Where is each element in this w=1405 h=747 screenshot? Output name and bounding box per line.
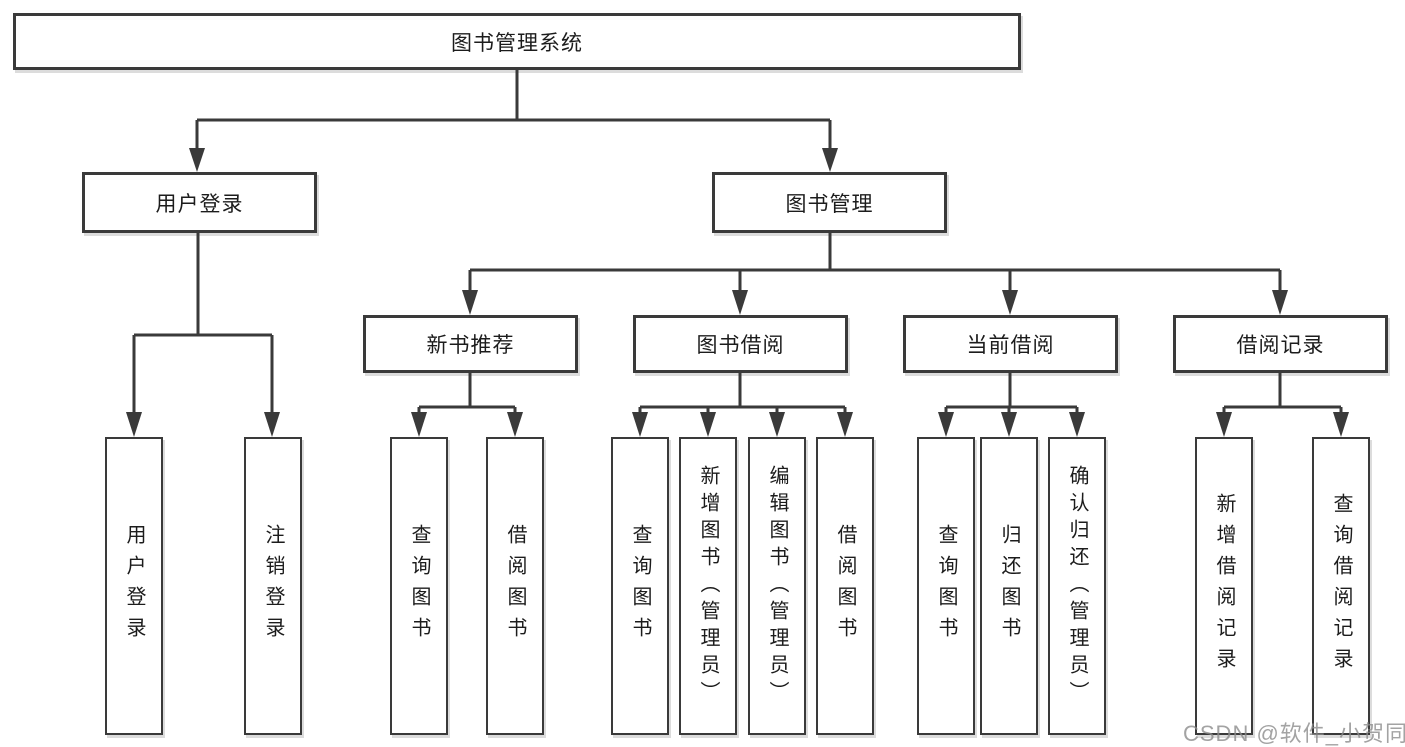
leaf-query-book-recommend-label: 查询图书 xyxy=(408,524,430,648)
connector-recommend-group xyxy=(417,373,517,414)
node-book-management: 图书管理 xyxy=(712,172,947,233)
node-user-login: 用户登录 xyxy=(82,172,317,233)
leaf-edit-book-admin: 编辑图书（管理员） xyxy=(748,437,806,735)
leaf-logout: 注销登录 xyxy=(244,437,302,735)
node-book-management-label: 图书管理 xyxy=(785,192,874,216)
node-current-borrow: 当前借阅 xyxy=(903,315,1118,373)
leaf-borrow-book-label: 借阅图书 xyxy=(834,524,856,648)
arrowheads-login-branch xyxy=(126,412,280,437)
node-borrow-records-label: 借阅记录 xyxy=(1236,334,1325,357)
leaf-add-book-admin-label: 新增图书（管理员） xyxy=(697,464,719,708)
node-book-borrow: 图书借阅 xyxy=(633,315,848,373)
leaf-borrow-book-recommend: 借阅图书 xyxy=(486,437,544,735)
connector-current-group xyxy=(944,373,1079,414)
node-current-borrow-label: 当前借阅 xyxy=(966,334,1055,357)
leaf-query-borrow-record: 查询借阅记录 xyxy=(1312,437,1370,735)
arrowheads-level2 xyxy=(462,290,1288,315)
node-library-system: 图书管理系统 xyxy=(13,13,1021,70)
leaf-query-book-recommend: 查询图书 xyxy=(390,437,448,735)
leaf-edit-book-admin-label: 编辑图书（管理员） xyxy=(766,464,788,708)
arrowheads-recommend-group xyxy=(411,412,523,437)
leaf-borrow-book: 借阅图书 xyxy=(816,437,874,735)
leaf-return-book: 归还图书 xyxy=(980,437,1038,735)
connector-mgmt-to-level2 xyxy=(468,233,1282,292)
arrowheads-borrow-group xyxy=(632,412,853,437)
leaf-borrow-book-recommend-label: 借阅图书 xyxy=(504,524,526,648)
connector-root-to-level1 xyxy=(195,70,832,150)
leaf-return-book-label: 归还图书 xyxy=(998,524,1020,648)
leaf-add-borrow-record: 新增借阅记录 xyxy=(1195,437,1253,735)
arrowheads-level1 xyxy=(189,148,838,172)
arrowheads-current-group xyxy=(938,412,1085,437)
leaf-confirm-return-admin-label: 确认归还（管理员） xyxy=(1066,464,1088,708)
connector-login-branch xyxy=(132,233,274,414)
leaf-logout-label: 注销登录 xyxy=(262,524,284,648)
node-borrow-records: 借阅记录 xyxy=(1173,315,1388,373)
leaf-query-book-borrow: 查询图书 xyxy=(611,437,669,735)
leaf-user-login: 用户登录 xyxy=(105,437,163,735)
connector-records-group xyxy=(1222,373,1343,414)
leaf-query-book-current-label: 查询图书 xyxy=(935,524,957,648)
node-book-borrow-label: 图书借阅 xyxy=(696,334,785,357)
node-new-book-recommend: 新书推荐 xyxy=(363,315,578,373)
node-new-book-recommend-label: 新书推荐 xyxy=(426,334,515,357)
node-user-login-label: 用户登录 xyxy=(155,192,244,216)
leaf-add-book-admin: 新增图书（管理员） xyxy=(679,437,737,735)
leaf-query-book-borrow-label: 查询图书 xyxy=(629,524,651,648)
arrowheads-records-group xyxy=(1216,412,1349,437)
node-library-system-label: 图书管理系统 xyxy=(451,31,583,55)
leaf-query-book-current: 查询图书 xyxy=(917,437,975,735)
leaf-confirm-return-admin: 确认归还（管理员） xyxy=(1048,437,1106,735)
connector-borrow-group xyxy=(638,373,847,414)
leaf-query-borrow-record-label: 查询借阅记录 xyxy=(1330,493,1352,679)
csdn-watermark: CSDN @软件_小贺同学 xyxy=(1183,721,1405,746)
leaf-add-borrow-record-label: 新增借阅记录 xyxy=(1213,493,1235,679)
leaf-user-login-label: 用户登录 xyxy=(123,524,145,648)
